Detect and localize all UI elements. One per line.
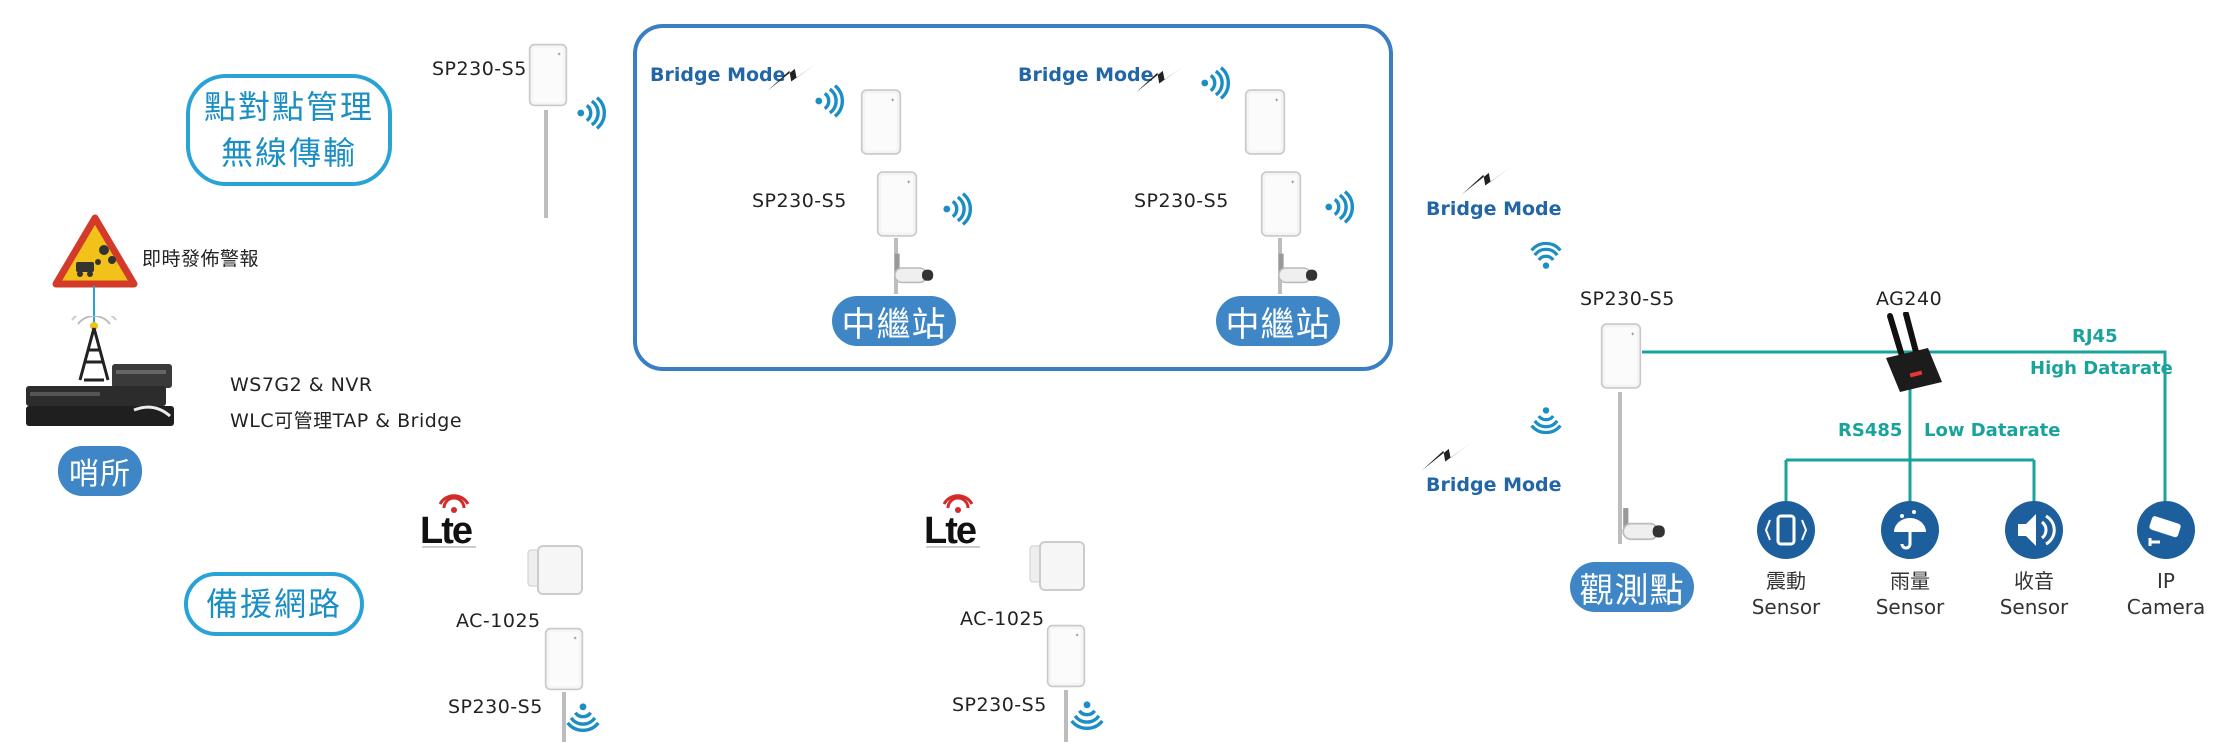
relay-group-frame <box>633 24 1393 371</box>
device-line2: WLC可管理TAP & Bridge <box>230 410 463 432</box>
right-radio-label: SP230-S5 <box>1580 288 1675 310</box>
sensor-type: Sensor <box>1999 595 2069 619</box>
vibration-sensor-icon <box>1757 501 1815 559</box>
rs485-label: RS485 <box>1838 420 1903 441</box>
relay-radio-label-2: SP230-S5 <box>1134 190 1229 212</box>
sensor-name: 震動 <box>1766 569 1806 593</box>
sensor-type: Camera <box>2126 595 2206 619</box>
lte-logo-text-1: Lte <box>420 510 473 552</box>
high-datarate-label: High Datarate <box>2030 358 2173 379</box>
tower-icon <box>71 316 117 382</box>
device-line1: WS7G2 & NVR <box>230 374 373 396</box>
radio-pole <box>544 110 548 218</box>
sentry-label: 哨所 <box>58 446 142 496</box>
alert-label: 即時發佈警報 <box>142 248 260 270</box>
p2p-title-line1: 點對點管理 <box>203 87 374 126</box>
ac-router-icon <box>527 545 583 595</box>
sign-pole <box>93 286 95 330</box>
gateway-label: AG240 <box>1876 288 1943 310</box>
bridge-mode-right-bottom: Bridge Mode <box>1426 474 1562 496</box>
sensor-name: 收音 <box>2014 569 2054 593</box>
bridge-mode-right-top: Bridge Mode <box>1426 198 1562 220</box>
ip-camera-icon <box>2137 501 2195 559</box>
nvr-switch-icon <box>26 364 174 426</box>
sensor-name: IP <box>2157 569 2175 593</box>
bridge-mode-label-2: Bridge Mode <box>1018 64 1154 86</box>
observation-point-label: 觀測點 <box>1570 562 1694 612</box>
low-datarate-label: Low Datarate <box>1924 420 2061 441</box>
relay-station-2: 中繼站 <box>1216 296 1340 346</box>
backup-network-badge: 備援網路 <box>184 572 364 636</box>
sensor-type: Sensor <box>1751 595 1821 619</box>
lte-logo-icon <box>422 494 476 548</box>
sensor-label-vibration: 震動 Sensor <box>1726 568 1846 620</box>
ac-router-icon <box>1029 541 1085 591</box>
radio-pole <box>1618 392 1622 544</box>
rj45-label: RJ45 <box>2072 326 2118 347</box>
p2p-title-badge: 點對點管理 無線傳輸 <box>186 74 392 186</box>
backup-radio-label-2: SP230-S5 <box>952 694 1047 716</box>
backup-radio-label-1: SP230-S5 <box>448 696 543 718</box>
radio-pole <box>1064 690 1068 742</box>
landslide-warning-icon <box>52 214 138 288</box>
sensor-label-rain: 雨量 Sensor <box>1850 568 1970 620</box>
lte-logo-icon <box>926 494 980 548</box>
lte-logo-text-2: Lte <box>924 510 977 552</box>
ac-label-2: AC-1025 <box>960 608 1045 630</box>
sensor-type: Sensor <box>1875 595 1945 619</box>
p2p-title-line2: 無線傳輸 <box>220 134 357 172</box>
top-radio-label: SP230-S5 <box>432 58 527 80</box>
sensor-label-camera: IP Camera <box>2106 568 2219 620</box>
relay-radio-label-1: SP230-S5 <box>752 190 847 212</box>
bridge-mode-label-1: Bridge Mode <box>650 64 786 86</box>
ac-label-1: AC-1025 <box>456 610 541 632</box>
sensor-name: 雨量 <box>1890 569 1930 593</box>
radio-pole <box>562 692 566 742</box>
sound-sensor-icon <box>2005 501 2063 559</box>
gateway-router-icon <box>1886 312 1942 392</box>
rain-sensor-icon <box>1881 501 1939 559</box>
relay-station-1: 中繼站 <box>832 296 956 346</box>
sensor-label-sound: 收音 Sensor <box>1974 568 2094 620</box>
